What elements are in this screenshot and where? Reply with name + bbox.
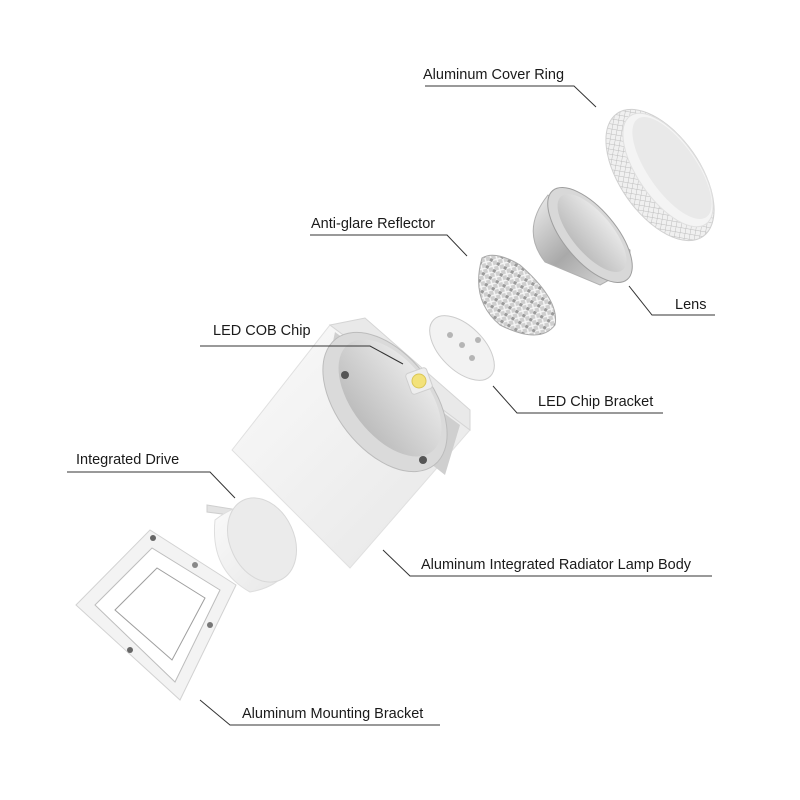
leader-mounting-bracket	[199, 699, 440, 726]
aluminum-mounting-bracket	[75, 529, 237, 701]
label-chip-bracket: LED Chip Bracket	[538, 394, 654, 410]
leader-lens	[628, 285, 715, 316]
anti-glare-reflector	[478, 254, 557, 336]
leader-reflector	[310, 234, 468, 257]
leader-cover-ring	[425, 85, 597, 108]
leader-lines	[67, 85, 715, 726]
lens	[532, 187, 633, 286]
label-drive: Integrated Drive	[76, 452, 180, 468]
leader-drive	[67, 471, 236, 499]
label-cover-ring: Aluminum Cover Ring	[423, 67, 565, 83]
integrated-drive	[206, 497, 297, 593]
leader-cob-chip	[200, 345, 404, 365]
label-mounting-bracket: Aluminum Mounting Bracket	[242, 706, 424, 722]
aluminum-cover-ring	[605, 108, 715, 242]
label-lamp-body: Aluminum Integrated Radiator Lamp Body	[421, 557, 692, 573]
led-cob-chip	[405, 367, 433, 395]
led-chip-bracket	[429, 315, 495, 381]
label-reflector: Anti-glare Reflector	[311, 216, 436, 232]
label-cob-chip: LED COB Chip	[213, 323, 311, 339]
leader-chip-bracket	[492, 385, 663, 414]
leader-lamp-body	[382, 549, 712, 577]
label-lens: Lens	[675, 297, 707, 313]
